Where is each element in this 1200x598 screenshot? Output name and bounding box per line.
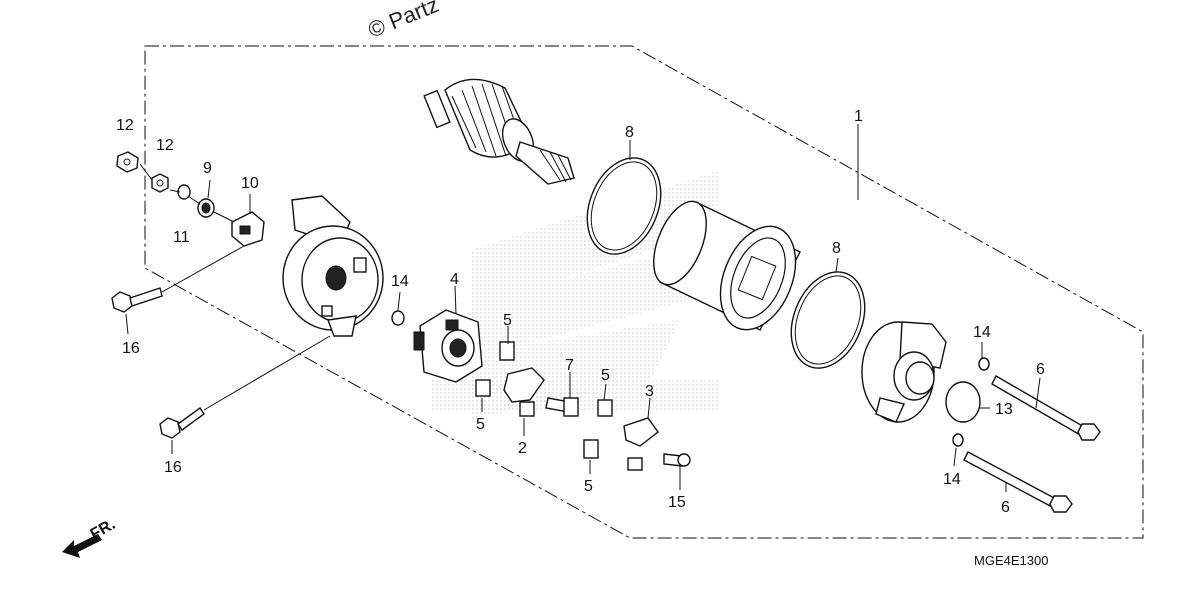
callout-2: 2: [518, 440, 527, 457]
callout-15: 15: [668, 494, 686, 511]
washer-14-a: [391, 310, 405, 326]
callout-8-upper: 8: [625, 124, 634, 141]
assembly-boundary: [144, 45, 1144, 539]
o-ring-upper: [586, 157, 662, 255]
bolt-16-upper: [111, 287, 163, 313]
callout-6-b: 6: [1001, 499, 1010, 516]
callout-10: 10: [241, 175, 259, 192]
callout-14-c: 14: [943, 471, 961, 488]
washer-14-b: [978, 357, 990, 371]
bolt-6-lower: [963, 451, 1073, 513]
rear-cover: [282, 195, 384, 337]
springs-5: [475, 341, 613, 459]
leader-lines: [125, 124, 1041, 492]
armature: [423, 78, 575, 185]
brush-holder: [413, 309, 483, 383]
callout-9: 9: [203, 160, 212, 177]
callout-16-b: 16: [164, 459, 182, 476]
callout-3: 3: [645, 383, 654, 400]
brush-3: [623, 417, 659, 471]
watermark-text: © Partz: [365, 0, 443, 43]
front-arrow-icon: FR.: [62, 516, 118, 558]
motor-yoke: [653, 200, 801, 331]
callout-16-a: 16: [122, 340, 140, 357]
callout-8-lower: 8: [832, 240, 841, 257]
callout-7: 7: [565, 357, 574, 374]
insulator-9: [197, 198, 215, 218]
diagram-code: MGE4E1300: [974, 553, 1048, 568]
nut-12-a: [116, 151, 139, 173]
callout-14-a: 14: [391, 273, 409, 290]
callout-12-a: 12: [116, 117, 134, 134]
bolt-7: [545, 397, 579, 417]
terminal-10: [231, 211, 265, 247]
callout-4: 4: [450, 271, 459, 288]
callout-5-c: 5: [476, 416, 485, 433]
nut-12-b: [151, 173, 169, 193]
front-cover: [861, 321, 947, 423]
brush-2: [503, 367, 545, 417]
o-ring-13: [945, 381, 981, 423]
callout-6-a: 6: [1036, 361, 1045, 378]
washer-14-c: [952, 433, 964, 447]
callout-11: 11: [173, 229, 190, 246]
callout-5-b: 5: [601, 367, 610, 384]
screw-15: [663, 453, 691, 467]
callout-5-a: 5: [503, 312, 512, 329]
o-ring-lower: [790, 271, 866, 369]
callout-13: 13: [995, 401, 1013, 418]
callout-5-d: 5: [584, 478, 593, 495]
callout-12-b: 12: [156, 137, 174, 154]
background-wing-logo: [430, 170, 720, 420]
bolt-6-upper: [991, 375, 1101, 441]
callout-14-b: 14: [973, 324, 991, 341]
callout-1: 1: [854, 108, 863, 125]
bolt-16-lower: [159, 407, 205, 439]
